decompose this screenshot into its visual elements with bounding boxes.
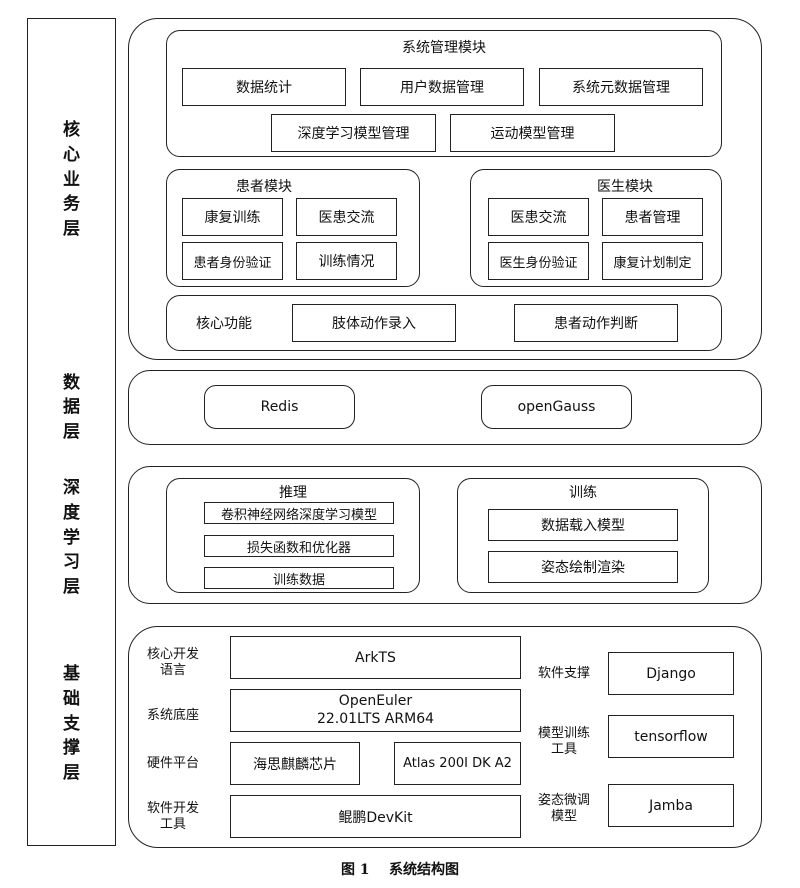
core-function-label: 核心功能: [196, 316, 252, 332]
label-system-base: 系统底座: [146, 707, 199, 723]
box-system-metadata-management: 系统元数据管理: [539, 68, 703, 106]
label-core-language: 核心开发 语言: [146, 646, 199, 678]
box-rehab-training: 康复训练: [182, 198, 283, 236]
box-limb-motion-input: 肢体动作录入: [292, 304, 456, 342]
box-django: Django: [608, 652, 734, 695]
box-openeuler: OpenEuler 22.01LTS ARM64: [230, 689, 521, 732]
patient-module-title: 患者模块: [236, 179, 292, 195]
box-data-statistics: 数据统计: [182, 68, 346, 106]
box-rehab-plan: 康复计划制定: [602, 242, 703, 280]
training-title: 训练: [569, 485, 597, 501]
box-jamba: Jamba: [608, 784, 734, 827]
box-hisilicon-kirin: 海思麒麟芯片: [230, 742, 360, 785]
layer-label-column: [27, 18, 116, 846]
box-loss-optimizer: 损失函数和优化器: [204, 535, 394, 557]
box-patient-management: 患者管理: [602, 198, 703, 236]
box-training-data: 训练数据: [204, 567, 394, 589]
box-patient-motion-judgement: 患者动作判断: [514, 304, 678, 342]
label-dev-tools: 软件开发 工具: [146, 800, 199, 832]
box-tensorflow: tensorflow: [608, 715, 734, 758]
box-kunpeng-devkit: 鲲鹏DevKit: [230, 795, 521, 838]
box-training-status: 训练情况: [296, 242, 397, 280]
box-patient-identity-verification: 患者身份验证: [182, 242, 283, 280]
box-pose-render: 姿态绘制渲染: [488, 551, 678, 583]
box-opengauss: openGauss: [481, 385, 632, 429]
label-software-support: 软件支撑: [537, 665, 590, 681]
box-user-data-management: 用户数据管理: [360, 68, 524, 106]
layer-label-core: 核心业务层: [63, 120, 80, 239]
box-motion-model-management: 运动模型管理: [450, 114, 615, 152]
layer-label-base: 基础支撑层: [63, 664, 80, 783]
box-patient-doctor-chat: 医患交流: [296, 198, 397, 236]
figure-caption: 图 1 系统结构图: [340, 862, 460, 878]
box-atlas-200i: Atlas 200I DK A2: [394, 742, 521, 785]
box-arkts: ArkTS: [230, 636, 521, 679]
doctor-module-title: 医生模块: [597, 179, 653, 195]
box-doctor-patient-chat: 医患交流: [488, 198, 589, 236]
box-cnn-model: 卷积神经网络深度学习模型: [204, 502, 394, 524]
layer-label-data: 数据层: [63, 372, 80, 442]
layer-label-deep-learning: 深度学习层: [63, 478, 80, 597]
box-deep-learning-model-management: 深度学习模型管理: [271, 114, 436, 152]
box-redis: Redis: [204, 385, 355, 429]
system-module-title: 系统管理模块: [402, 40, 486, 56]
label-model-training-tool: 模型训练 工具: [537, 725, 590, 757]
label-hardware-platform: 硬件平台: [146, 755, 199, 771]
box-data-load-model: 数据载入模型: [488, 509, 678, 541]
box-doctor-identity-verification: 医生身份验证: [488, 242, 589, 280]
inference-title: 推理: [279, 485, 307, 501]
label-pose-finetune-model: 姿态微调 模型: [537, 792, 590, 824]
